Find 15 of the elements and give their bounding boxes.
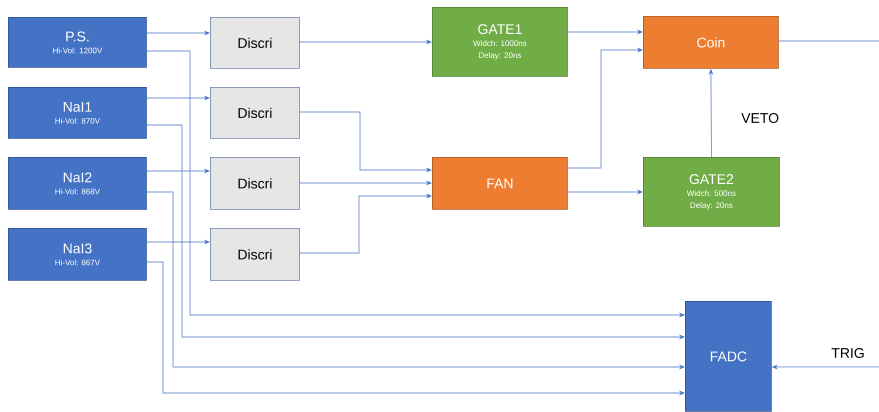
module-box: Discri	[210, 157, 300, 210]
module-box: GATE2 Widch: 500ns Delay: 20ns	[643, 157, 780, 227]
detector-box: P.S. Hi-Vol: 1200V	[8, 17, 147, 68]
edge-label: VETO	[740, 112, 780, 124]
module-box: FAN	[432, 157, 568, 210]
module-box: Discri	[210, 87, 300, 139]
module-box: Coin	[643, 16, 779, 69]
module-box: Discri	[210, 228, 300, 281]
detector-box: NaI3 Hi-Vol: 867V	[8, 228, 147, 281]
module-box: GATE1 Widch: 1000ns Delay: 20ns	[432, 7, 568, 77]
detector-box: NaI1 Hi-Vol: 870V	[8, 87, 147, 139]
module-box: FADC	[685, 301, 772, 412]
detector-box: NaI2 Hi-Vol: 868V	[8, 157, 147, 210]
edge-label: TRIG	[830, 347, 866, 359]
module-box: Discri	[210, 17, 300, 69]
